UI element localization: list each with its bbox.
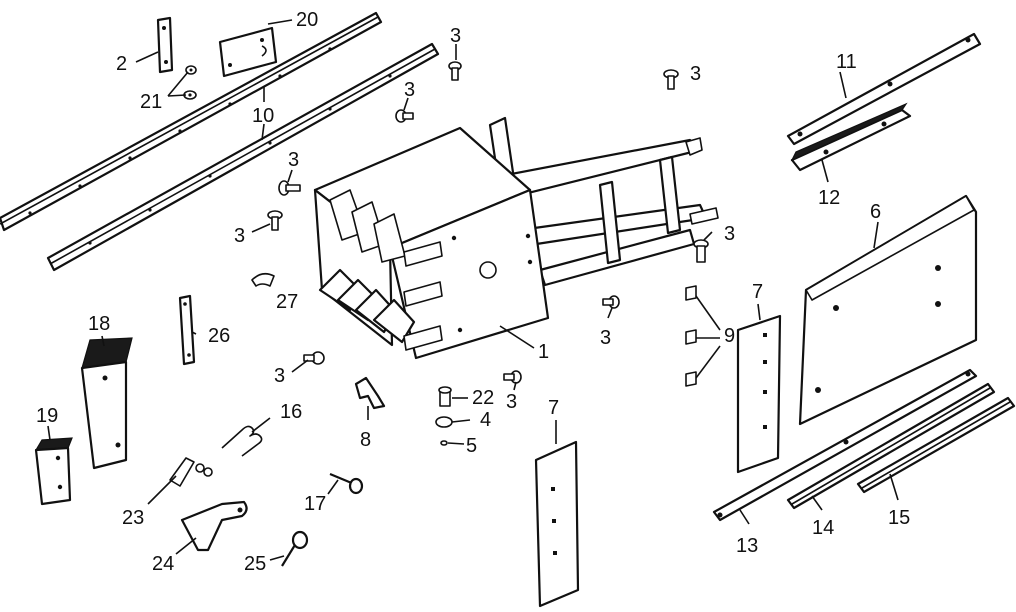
part-26-strap [178,294,196,366]
callout-27: 27 [276,291,298,313]
part-27-clip [251,272,275,287]
callout-3-f: 3 [724,223,735,245]
callout-15: 15 [888,507,910,529]
part-21-washers [183,65,197,100]
part-8-bracket [354,376,386,410]
callout-8: 8 [360,429,371,451]
callout-23: 23 [122,507,144,529]
callout-10: 10 [252,105,274,127]
part-7-strip-lower [534,440,580,608]
callout-17: 17 [304,493,326,515]
callout-4: 4 [480,409,491,431]
callout-21: 21 [140,91,162,113]
leader-lines [47,19,899,561]
callout-25: 25 [244,553,266,575]
callout-26: 26 [208,325,230,347]
callout-12: 12 [818,187,840,209]
part-9-clips [685,285,697,387]
callout-5: 5 [466,435,477,457]
callout-3-e: 3 [234,225,245,247]
callout-9: 9 [724,325,735,347]
callout-3-h: 3 [274,365,285,387]
callout-16: 16 [280,401,302,423]
part-1-main-frame [313,116,719,360]
part-24-bracket [180,500,248,552]
part-6-panel [798,194,978,426]
part-23-latch [169,457,213,487]
part-20-plate [218,26,278,78]
callout-3-d: 3 [288,149,299,171]
callout-20: 20 [296,9,318,31]
callout-6: 6 [870,201,881,223]
part-15-rail [856,396,1016,494]
callout-19: 19 [36,405,58,427]
part-10-rail-upper [0,11,383,232]
callout-22: 22 [472,387,494,409]
part-16-spring [221,425,263,457]
part-3-bolts [267,61,709,384]
callout-3-i: 3 [506,391,517,413]
callout-3-g: 3 [600,327,611,349]
part-11-rail [786,32,982,146]
callout-labels: 2 20 21 10 3 3 3 3 3 3 3 3 3 1 11 12 6 7… [36,9,910,575]
callout-18: 18 [88,313,110,335]
callout-3-b: 3 [690,63,701,85]
callout-13: 13 [736,535,758,557]
callout-24: 24 [152,553,174,575]
callout-3-a: 3 [450,25,461,47]
part-13-rail [712,368,978,522]
part-17-pin [329,472,364,495]
callout-14: 14 [812,517,834,539]
part-7-strip-right [736,314,782,474]
part-5-washer [440,440,448,446]
callout-2: 2 [116,53,127,75]
part-12-bracket [790,102,912,172]
part-2-strap [156,16,174,74]
part-4-nut [435,416,453,428]
part-22-stud [438,386,452,407]
callout-3-c: 3 [404,79,415,101]
part-18-block [80,337,133,470]
callout-7-right: 7 [752,281,763,303]
part-14-rail [786,382,996,510]
callout-7-lower: 7 [548,397,559,419]
part-10-rail-lower [46,42,440,272]
callout-11: 11 [836,51,857,73]
part-25-pin [281,530,309,567]
callout-1: 1 [538,341,549,363]
part-19-block [34,437,73,506]
